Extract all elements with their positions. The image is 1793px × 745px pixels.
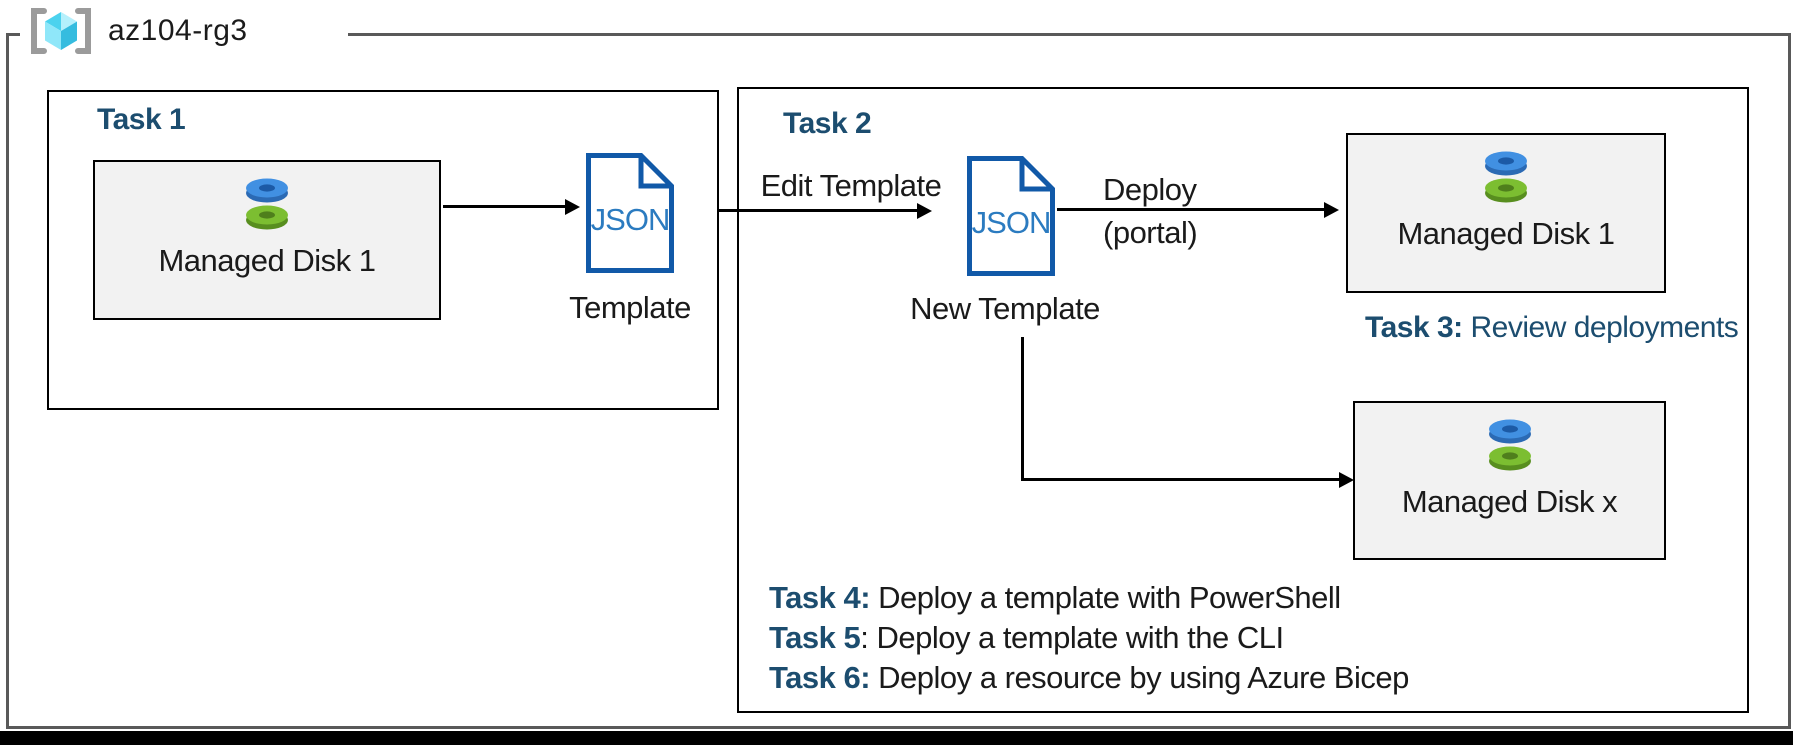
managed-disk-1-box: Managed Disk 1 xyxy=(93,160,441,320)
managed-disk-1-label: Managed Disk 1 xyxy=(158,243,376,278)
managed-disk-x-box: Managed Disk x xyxy=(1353,401,1666,560)
resource-group-name: az104-rg3 xyxy=(108,14,248,47)
json-template-icon: JSON xyxy=(586,153,674,273)
task6-prefix: Task 6: xyxy=(769,660,871,695)
arrowhead-icon xyxy=(1324,202,1339,218)
task6-note: Task 6: Deploy a resource by using Azure… xyxy=(769,660,1409,696)
arrowhead-icon xyxy=(917,203,932,219)
arrow-disk-to-template xyxy=(443,205,565,208)
managed-disk-icon xyxy=(1485,151,1527,203)
task6-text: Deploy a resource by using Azure Bicep xyxy=(870,660,1409,695)
arrow-deploy-portal xyxy=(1057,208,1324,211)
bottom-black-bar xyxy=(0,731,1793,745)
managed-disk-x-label: Managed Disk x xyxy=(1401,484,1618,519)
template-label: Template xyxy=(569,290,691,325)
task5-prefix: Task 5 xyxy=(769,620,861,655)
json-doc-text: JSON xyxy=(972,205,1051,240)
new-template-label: New Template xyxy=(910,291,1100,326)
arrow-edit-template xyxy=(719,209,917,212)
edit-template-label: Edit Template xyxy=(760,168,942,203)
resource-group-legend: az104-rg3 xyxy=(20,2,348,60)
task3-prefix: Task 3: xyxy=(1365,311,1463,344)
json-new-template-icon: JSON xyxy=(967,156,1055,276)
deploy-label: Deploy xyxy=(1103,172,1197,207)
task5-text: : Deploy a template with the CLI xyxy=(860,620,1284,655)
task3-text: Review deployments xyxy=(1462,311,1739,344)
task2-title: Task 2 xyxy=(783,107,872,140)
deploy-portal-label: (portal) xyxy=(1103,215,1198,250)
arrow-newtemplate-right xyxy=(1021,478,1339,481)
task1-title: Task 1 xyxy=(97,103,186,136)
managed-disk-1-result-box: Managed Disk 1 xyxy=(1346,133,1666,293)
task4-prefix: Task 4: xyxy=(769,580,871,615)
json-doc-text: JSON xyxy=(591,202,670,237)
task3-caption: Task 3: Review deployments xyxy=(1365,311,1739,345)
task4-text: Deploy a template with PowerShell xyxy=(870,580,1341,615)
managed-disk-icon xyxy=(246,178,288,230)
task5-note: Task 5: Deploy a template with the CLI xyxy=(769,620,1284,656)
managed-disk-1-result-label: Managed Disk 1 xyxy=(1397,216,1615,251)
resource-group-frame xyxy=(6,33,1791,729)
arrowhead-icon xyxy=(1339,472,1354,488)
arrowhead-icon xyxy=(565,199,580,215)
managed-disk-icon xyxy=(1488,419,1531,471)
arrow-newtemplate-down xyxy=(1021,337,1024,481)
resource-group-icon xyxy=(31,8,91,54)
task4-note: Task 4: Deploy a template with PowerShel… xyxy=(769,580,1341,616)
